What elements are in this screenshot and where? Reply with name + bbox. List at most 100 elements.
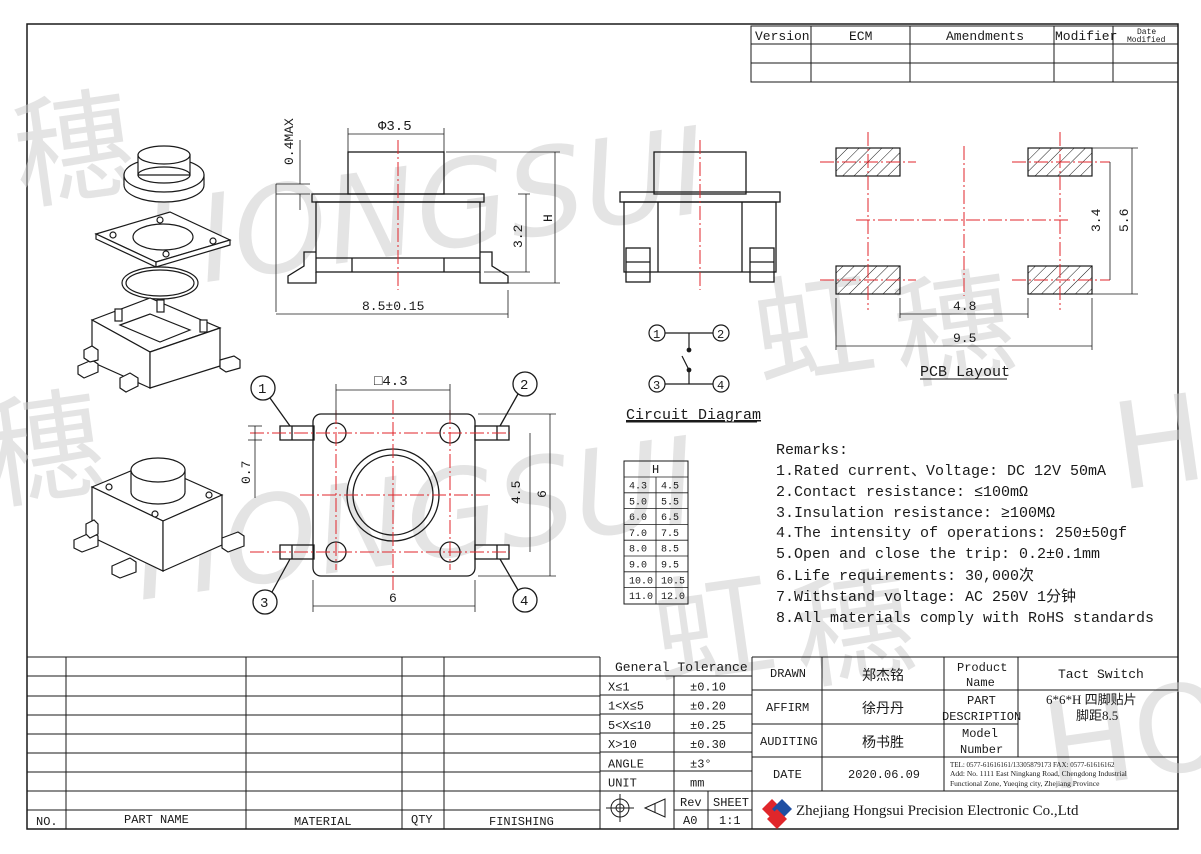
watermark-char: 穗 bbox=[785, 554, 923, 708]
height-table-cell: 10.0 bbox=[629, 576, 653, 587]
remark-item: 3.Insulation resistance: ≥100MΩ bbox=[776, 505, 1055, 522]
product-name-value: Tact Switch bbox=[1058, 667, 1144, 682]
part-desc-value: 6*6*H 四脚贴片 bbox=[1046, 692, 1137, 707]
rev-label: Rev bbox=[680, 796, 702, 810]
part-desc-label: DESCRIPTION bbox=[942, 710, 1021, 724]
pcb-layout-title: PCB Layout bbox=[920, 364, 1010, 381]
rev-header-date: Date bbox=[1137, 28, 1156, 37]
rev-header-amendments: Amendments bbox=[946, 29, 1024, 44]
height-table-header: H bbox=[652, 463, 659, 477]
height-table-cell: 12.0 bbox=[661, 592, 685, 603]
pcb-dim-height: 5.6 bbox=[1117, 209, 1132, 232]
parts-header-no: NO. bbox=[36, 815, 58, 829]
height-table-cell: 6.5 bbox=[661, 513, 679, 524]
pin-label-2: 2 bbox=[520, 378, 528, 394]
dim-diameter: Φ3.5 bbox=[378, 119, 412, 135]
height-table-cell: 5.5 bbox=[661, 497, 679, 508]
watermark-char: 虹 bbox=[645, 554, 783, 708]
sheet-label: SHEET bbox=[713, 796, 749, 810]
top-dim-right: 6 bbox=[535, 490, 550, 498]
rev-value: A0 bbox=[683, 814, 697, 828]
tolerance-range: 1<X≤5 bbox=[608, 700, 644, 714]
auditing-value: 杨书胜 bbox=[862, 735, 904, 751]
height-table-cell: 8.5 bbox=[661, 545, 679, 556]
auditing-label: AUDITING bbox=[760, 735, 818, 749]
top-dim-inner: 4.5 bbox=[509, 481, 524, 504]
height-table-cell: 7.5 bbox=[661, 529, 679, 540]
company-name: Zhejiang Hongsui Precision Electronic Co… bbox=[796, 803, 1079, 819]
affirm-value: 徐丹丹 bbox=[862, 701, 904, 717]
pin-label-4: 4 bbox=[520, 594, 528, 610]
tolerance-value: ±0.10 bbox=[690, 681, 726, 695]
parts-header-material: MATERIAL bbox=[294, 815, 352, 829]
contact-info: Add: No. 1111 East Ningkang Road, Chengd… bbox=[950, 769, 1127, 778]
top-dim-small: 0.7 bbox=[239, 461, 254, 484]
revision-table: Version ECM Amendments Modifier Date Mod… bbox=[750, 25, 1179, 83]
height-table-cell: 4.3 bbox=[629, 482, 647, 493]
title-block bbox=[752, 656, 1178, 792]
tolerance-range: UNIT bbox=[608, 777, 637, 791]
side-view: Φ3.5 0.4MAX H 3.2 8.5±0.15 bbox=[275, 118, 560, 318]
remark-item: 5.Open and close the trip: 0.2±0.1mm bbox=[776, 546, 1100, 563]
top-view: □4.3 0.7 4.5 6 6 1 2 3 4 bbox=[239, 371, 556, 615]
contact-info: Functional Zone, Yueqing city, Zhejiang … bbox=[950, 779, 1100, 788]
remark-item: 6.Life requirements: 30,000次 bbox=[776, 567, 1034, 585]
dim-body-height: 3.2 bbox=[511, 225, 526, 248]
height-table-cell: 9.5 bbox=[661, 561, 679, 572]
remark-item: 8.All materials comply with RoHS standar… bbox=[776, 610, 1154, 627]
top-dim-square: □4.3 bbox=[374, 374, 408, 390]
sheet-value: 1:1 bbox=[719, 814, 741, 828]
watermark-text: HONGSUI bbox=[135, 102, 716, 319]
height-table-cell: 5.0 bbox=[629, 497, 647, 508]
parts-header-part-name: PART NAME bbox=[124, 813, 189, 827]
company-logo-icon bbox=[762, 799, 792, 829]
pin-label-3: 3 bbox=[260, 596, 268, 612]
rev-header-modified: Modified bbox=[1127, 36, 1166, 45]
remark-item: 7.Withstand voltage: AC 250V 1分钟 bbox=[776, 588, 1076, 606]
parts-header-finishing: FINISHING bbox=[489, 815, 554, 829]
circuit-pin-3: 3 bbox=[653, 379, 660, 393]
rev-header-version: Version bbox=[755, 29, 810, 44]
pcb-dim-width: 9.5 bbox=[953, 331, 976, 346]
tolerance-range: ANGLE bbox=[608, 757, 644, 771]
part-desc-value: 脚距8.5 bbox=[1076, 708, 1118, 723]
circuit-diagram: 1 2 3 4 Circuit Diagram bbox=[626, 324, 761, 424]
date-label: DATE bbox=[773, 768, 802, 782]
tolerance-value: ±0.30 bbox=[690, 738, 726, 752]
drawn-label: DRAWN bbox=[770, 667, 806, 681]
height-table-cell: 10.5 bbox=[661, 576, 685, 587]
remark-item: 2.Contact resistance: ≤100mΩ bbox=[776, 484, 1028, 501]
watermark-char: 穗 bbox=[885, 254, 1023, 408]
drawing-border bbox=[26, 23, 1179, 830]
parts-header-qty: QTY bbox=[411, 813, 433, 827]
dim-max: 0.4MAX bbox=[282, 118, 297, 165]
pcb-layout: 3.4 5.6 4.8 9.5 PCB Layout bbox=[820, 132, 1138, 381]
top-dim-bottom: 6 bbox=[389, 591, 397, 606]
circuit-pin-1: 1 bbox=[653, 328, 660, 342]
remark-item: 4.The intensity of operations: 250±50gf bbox=[776, 525, 1127, 542]
pcb-dim-pitch-h: 4.8 bbox=[953, 299, 976, 314]
dim-height-label: H bbox=[541, 214, 556, 222]
tolerance-title: General Tolerance bbox=[615, 660, 748, 675]
remarks-title: Remarks: bbox=[776, 442, 848, 459]
affirm-label: AFFIRM bbox=[766, 701, 809, 715]
projection-symbol-icon bbox=[606, 794, 666, 822]
tolerance-range: 5<X≤10 bbox=[608, 719, 651, 733]
circuit-pin-2: 2 bbox=[717, 328, 724, 342]
rev-header-ecm: ECM bbox=[849, 29, 872, 44]
pin-label-1: 1 bbox=[258, 382, 266, 398]
model-label: Number bbox=[960, 743, 1003, 757]
remarks: Remarks: 1.Rated current、Voltage: DC 12V… bbox=[776, 442, 1154, 627]
product-name-label: Name bbox=[966, 676, 995, 690]
assembled-3d-view bbox=[73, 457, 245, 579]
remark-item: 1.Rated current、Voltage: DC 12V 50mA bbox=[776, 463, 1106, 480]
front-view bbox=[619, 140, 781, 290]
tolerance-value: mm bbox=[690, 777, 704, 791]
exploded-3d-view bbox=[77, 145, 241, 393]
rev-header-modifier: Modifier bbox=[1055, 29, 1117, 44]
height-table-cell: 7.0 bbox=[629, 529, 647, 540]
height-table-cell: 4.5 bbox=[661, 482, 679, 493]
part-desc-label: PART bbox=[967, 694, 996, 708]
height-table-cell: 8.0 bbox=[629, 545, 647, 556]
